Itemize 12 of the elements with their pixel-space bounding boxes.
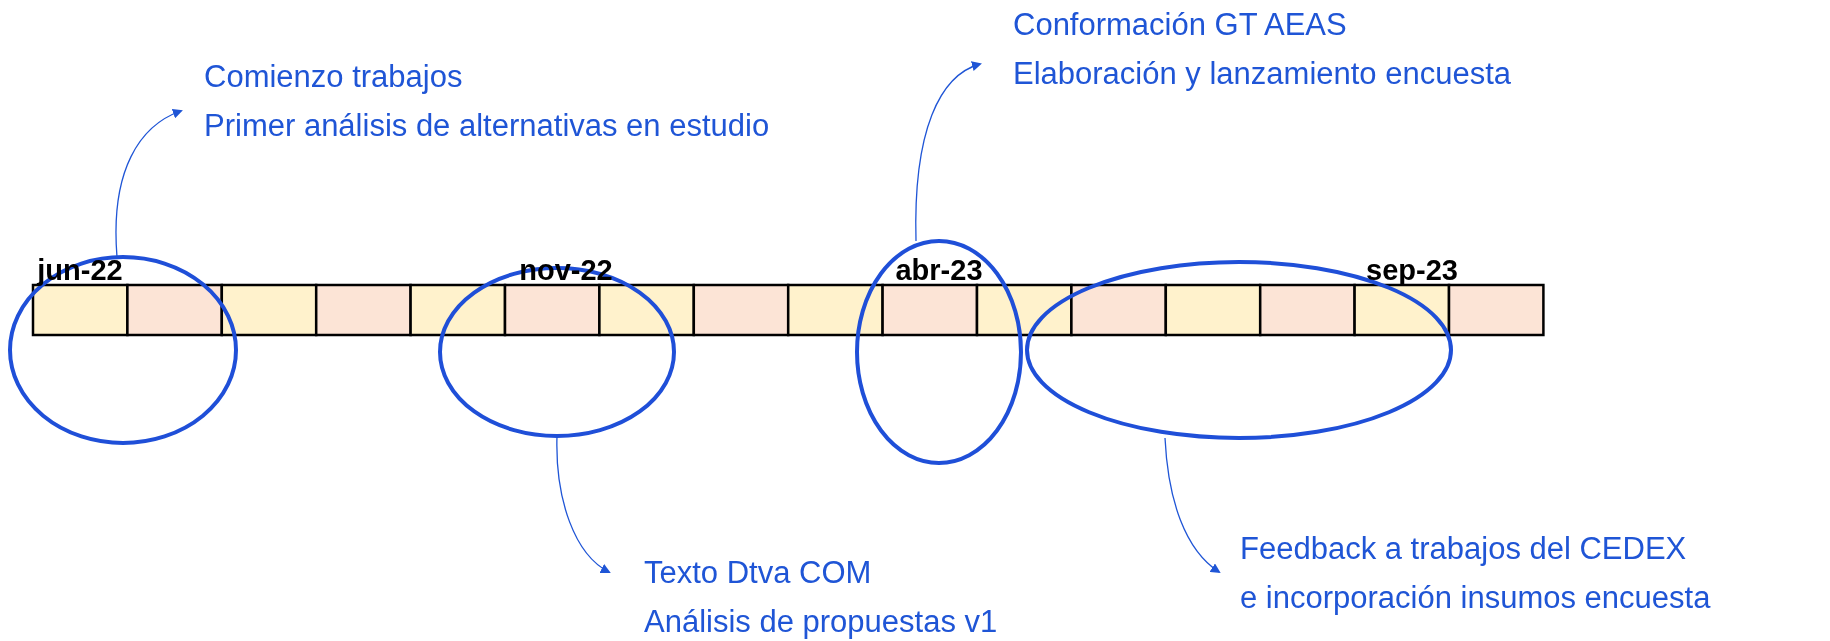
month-label: sep-23 (1366, 254, 1458, 287)
leader-arrow (556, 435, 611, 574)
month-label: abr-23 (895, 254, 983, 287)
note-text: Texto Dtva COM Análisis de propuestas v1 (644, 548, 998, 641)
leader-arrow (1164, 437, 1221, 574)
highlight-ellipse (8, 255, 238, 445)
note-text: Feedback a trabajos del CEDEX e incorporación insumos encuesta (1240, 524, 1711, 622)
leader-arrow (915, 62, 982, 242)
note-text: Comienzo trabajos Primer análisis de alternativas en estudio (204, 52, 770, 150)
leader-arrow (115, 109, 183, 258)
highlight-ellipse (855, 239, 1023, 465)
note-text: Conformación GT AEAS Elaboración y lanzamiento encuesta (1013, 0, 1512, 98)
